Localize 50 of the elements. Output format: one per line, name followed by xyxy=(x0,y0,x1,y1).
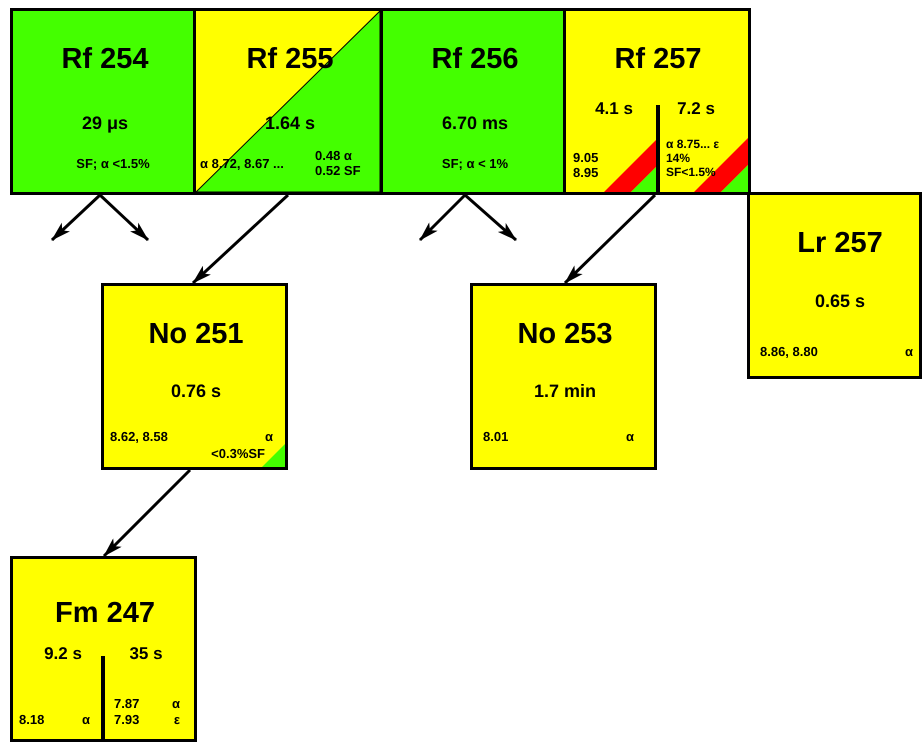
nuclide-name: Fm 247 xyxy=(55,597,155,630)
decay-energy: 8.01 xyxy=(483,430,508,445)
decay-data: α 8.75... ε 14% SF<1.5% xyxy=(666,138,720,180)
nuclide-box xyxy=(470,283,657,470)
nuclide-box xyxy=(10,556,197,742)
decay-arrow xyxy=(464,194,517,242)
nuclide-box xyxy=(563,8,751,195)
nuclide-box xyxy=(10,8,196,195)
decay-mode: α xyxy=(172,697,180,712)
decay-energy: 9.05 8.95 xyxy=(573,151,600,181)
decay-energy: 7.93 xyxy=(114,713,140,728)
half-life: 4.1 s xyxy=(595,99,633,119)
decay-arrow xyxy=(192,194,290,284)
decay-mode: α xyxy=(265,430,273,445)
decay-mode: ε xyxy=(174,713,180,728)
decay-arrow xyxy=(418,194,466,242)
half-life: 6.70 ms xyxy=(442,113,508,134)
decay-energy: 8.86, 8.80 xyxy=(760,345,818,360)
decay-mode: α xyxy=(82,713,90,728)
decay-mode: SF; α <1.5% xyxy=(76,157,150,172)
half-life: 9.2 s xyxy=(44,644,82,664)
branching-ratio: 0.48 α 0.52 SF xyxy=(315,149,362,179)
nuclide-box xyxy=(380,8,566,195)
nuclide-name: No 253 xyxy=(517,318,613,352)
decay-arrow xyxy=(564,194,656,284)
decay-arrow xyxy=(98,194,150,242)
nuclide-name: Rf 254 xyxy=(61,43,149,76)
nuclide-name: Rf 256 xyxy=(431,43,519,76)
nuclide-name: Lr 257 xyxy=(797,227,883,260)
half-life: 1.64 s xyxy=(264,113,316,134)
decay-energy: 8.18 xyxy=(19,713,44,728)
decay-energy: 7.87 xyxy=(114,697,140,712)
decay-mode: α xyxy=(626,430,634,445)
half-life: 1.7 min xyxy=(534,381,596,402)
decay-arrow xyxy=(102,468,192,558)
half-life: 29 μs xyxy=(82,113,128,134)
nuclide-box xyxy=(101,283,288,470)
decay-mode: α xyxy=(905,345,913,360)
nuclide-name: No 251 xyxy=(148,318,244,352)
nuclide-name: Rf 257 xyxy=(614,43,702,76)
decay-arrow xyxy=(50,194,102,242)
half-life: 0.76 s xyxy=(170,381,222,402)
half-life: 35 s xyxy=(129,644,163,664)
decay-mode: SF; α < 1% xyxy=(442,157,508,172)
nuclide-box xyxy=(747,192,922,379)
nuclide-name: Rf 255 xyxy=(246,43,334,76)
decay-energy: 8.62, 8.58 xyxy=(110,430,168,445)
branching-ratio: <0.3%SF xyxy=(211,447,265,462)
half-life: 0.65 s xyxy=(814,291,866,312)
half-life: 7.2 s xyxy=(677,99,715,119)
